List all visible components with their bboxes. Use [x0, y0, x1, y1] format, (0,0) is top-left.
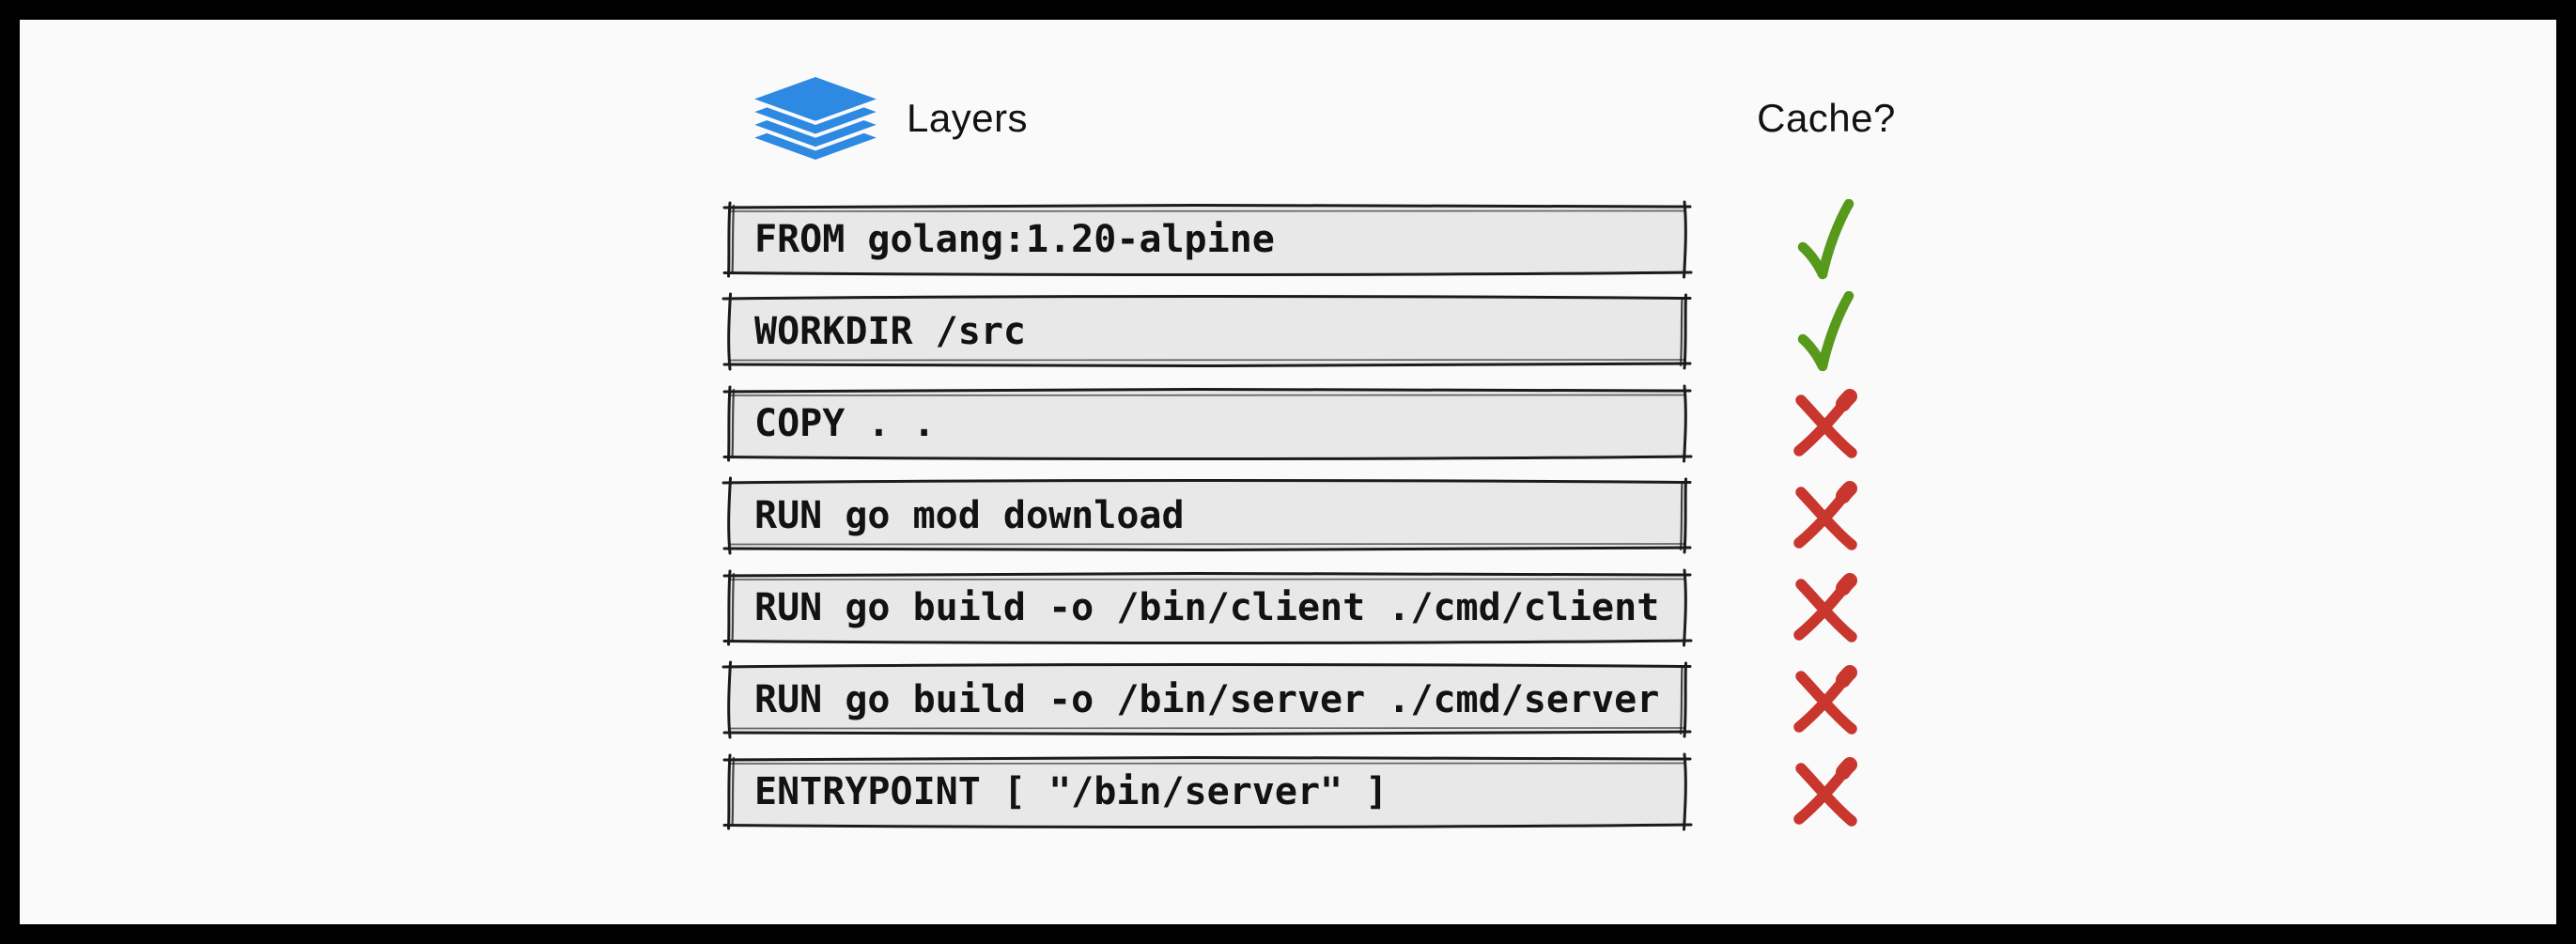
cross-icon: [1793, 665, 1857, 735]
layers-header: Layers: [745, 72, 1029, 164]
cache-status-cell: [1778, 664, 1872, 735]
check-icon: [1797, 199, 1854, 280]
layers-title: Layers: [907, 96, 1029, 140]
dockerfile-instruction-box: RUN go build -o /bin/server ./cmd/server: [722, 660, 1692, 739]
diagram-canvas: Layers Cache? FROM golang:1.20-alpine: [20, 20, 2556, 924]
check-icon: [1797, 291, 1854, 372]
dockerfile-instruction: WORKDIR /src: [754, 310, 1026, 353]
layer-row: COPY . .: [722, 384, 1872, 463]
cache-header: Cache?: [1756, 73, 1897, 163]
cache-title: Cache?: [1757, 96, 1896, 140]
dockerfile-instruction: RUN go mod download: [754, 494, 1185, 537]
cache-status-cell: [1778, 388, 1872, 459]
dockerfile-instruction-box: ENTRYPOINT [ "/bin/server" ]: [722, 752, 1693, 831]
cache-status-cell: [1778, 480, 1872, 551]
cache-status-cell: [1778, 572, 1872, 643]
cache-status-cell: [1778, 291, 1872, 372]
cross-icon: [1793, 757, 1857, 827]
cache-status-cell: [1778, 756, 1872, 828]
layer-row: RUN go mod download: [722, 476, 1872, 555]
cross-icon: [1793, 389, 1857, 458]
dockerfile-instruction: RUN go build -o /bin/server ./cmd/server: [754, 678, 1660, 721]
layer-row: WORKDIR /src: [722, 291, 1872, 372]
layer-row: ENTRYPOINT [ "/bin/server" ]: [722, 752, 1872, 831]
dockerfile-instruction-box: RUN go build -o /bin/client ./cmd/client: [722, 568, 1693, 647]
dockerfile-instruction-box: COPY . .: [722, 384, 1693, 463]
layers-stack-icon: [747, 72, 884, 164]
cross-icon: [1793, 573, 1857, 642]
layer-row: RUN go build -o /bin/server ./cmd/server: [722, 660, 1872, 739]
dockerfile-instruction: FROM golang:1.20-alpine: [754, 218, 1275, 261]
dockerfile-instruction: COPY . .: [754, 402, 936, 445]
dockerfile-instruction-box: WORKDIR /src: [722, 292, 1692, 371]
dockerfile-instruction: ENTRYPOINT [ "/bin/server" ]: [754, 770, 1389, 813]
cache-status-cell: [1778, 199, 1872, 280]
dockerfile-instruction: RUN go build -o /bin/client ./cmd/client: [754, 586, 1660, 629]
layer-row: RUN go build -o /bin/client ./cmd/client: [722, 568, 1872, 647]
dockerfile-instruction-box: RUN go mod download: [722, 476, 1692, 555]
layer-row: FROM golang:1.20-alpine: [722, 199, 1872, 280]
cross-icon: [1793, 481, 1857, 550]
layer-rows: FROM golang:1.20-alpine WORKDIR /src: [722, 199, 1872, 831]
dockerfile-instruction-box: FROM golang:1.20-alpine: [722, 200, 1693, 279]
